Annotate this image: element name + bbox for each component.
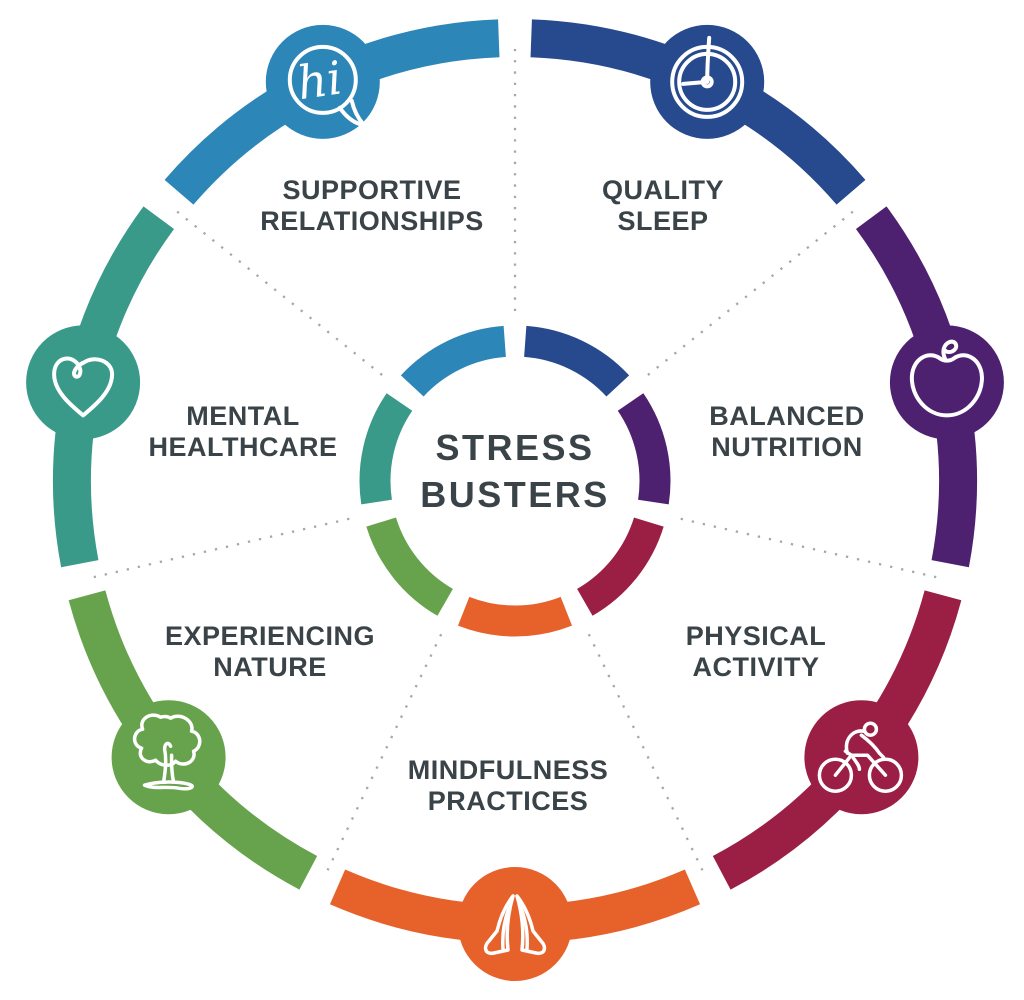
praying-hands-icon [483,894,547,956]
label-line: RELATIONSHIPS [260,206,484,236]
cyclist-icon [817,721,904,793]
label-experiencing-nature: EXPERIENCING NATURE [110,621,430,683]
label-line: SLEEP [617,206,709,236]
speech-bubble-hi-icon: hi [287,44,366,127]
heart-icon [52,356,115,418]
label-line: PRACTICES [427,786,589,816]
label-line: SUPPORTIVE [282,175,462,205]
inner-ring-arc-quality-sleep [523,325,630,397]
tree-icon [132,713,202,791]
dotted-separator-line [93,517,350,579]
inner-ring-arc-experiencing-nature [366,517,454,616]
label-line: NUTRITION [711,432,863,462]
label-line: PHYSICAL [685,621,827,651]
apple-icon [909,339,984,418]
label-supportive-relationships: SUPPORTIVE RELATIONSHIPS [212,175,532,237]
inner-ring-arc-physical-activity [576,517,664,616]
label-mindfulness-practices: MINDFULNESS PRACTICES [348,755,668,817]
label-line: QUALITY [602,175,724,205]
label-balanced-nutrition: BALANCED NUTRITION [627,401,947,463]
label-line: MINDFULNESS [407,755,609,785]
label-line: MENTAL [186,401,300,431]
icon-badge-mindfulness-practices [458,867,572,981]
icon-badge-physical-activity [804,700,919,815]
dotted-separator-line [680,517,937,579]
label-line: NATURE [213,652,327,682]
inner-ring-arc-balanced-nutrition [617,393,671,505]
label-line: EXPERIENCING [164,621,376,651]
inner-ring-arc-mindfulness-practices [457,596,573,637]
clock-icon [670,35,745,119]
wheel-center-title: STRESS BUSTERS [355,424,675,518]
label-physical-activity: PHYSICAL ACTIVITY [596,621,916,683]
center-title-line: BUSTERS [420,474,610,515]
center-title-line: STRESS [435,427,595,468]
icon-badge-balanced-nutrition [889,325,1004,440]
icon-badge-mental-healthcare [26,325,141,440]
inner-ring-arc-mental-healthcare [359,393,413,505]
label-quality-sleep: QUALITY SLEEP [503,175,823,237]
label-line: HEALTHCARE [148,432,338,462]
svg-text:hi: hi [294,51,345,111]
label-line: ACTIVITY [692,652,820,682]
label-mental-healthcare: MENTAL HEALTHCARE [83,401,403,463]
icon-badge-supportive-relationships [265,24,380,139]
label-line: BALANCED [709,401,865,431]
inner-ring-arc-supportive-relationships [400,325,507,397]
